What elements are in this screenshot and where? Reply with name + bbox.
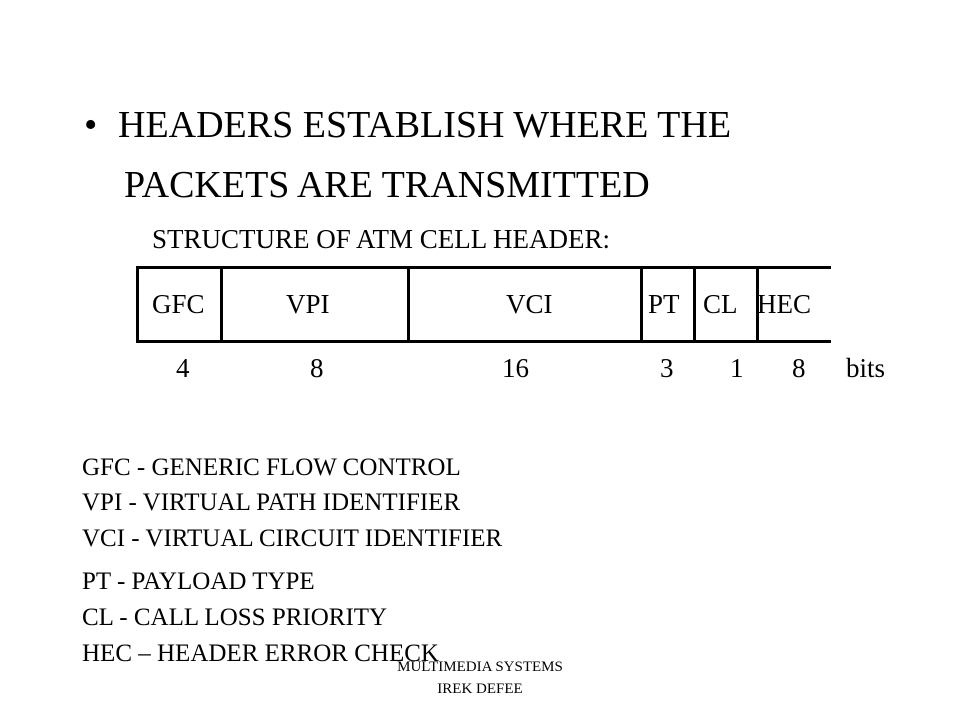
field-divider: [756, 266, 759, 343]
legend-gfc: GFC - GENERIC FLOW CONTROL: [82, 454, 461, 481]
bits-vci: 16: [502, 353, 529, 383]
title-line-1: • HEADERS ESTABLISH WHERE THE: [84, 96, 731, 154]
field-divider: [220, 266, 223, 343]
bits-unit-label: bits: [846, 353, 886, 383]
field-divider: [136, 266, 139, 343]
field-label-pt: PT: [648, 289, 680, 319]
title-line-2: PACKETS ARE TRANSMITTED: [124, 164, 650, 206]
header-bottom-border: [136, 340, 831, 343]
field-divider: [693, 266, 696, 343]
legend-vci: VCI - VIRTUAL CIRCUIT IDENTIFIER: [82, 525, 503, 552]
footer-course-title: MULTIMEDIA SYSTEMS: [397, 659, 563, 675]
bits-cl: 1: [730, 353, 744, 383]
title-text-1: HEADERS ESTABLISH WHERE THE: [118, 104, 732, 146]
field-label-cl: CL: [703, 289, 738, 319]
bits-gfc: 4: [176, 353, 190, 383]
bits-hec: 8: [792, 353, 806, 383]
bullet-icon: •: [84, 104, 98, 146]
bits-vpi: 8: [310, 353, 324, 383]
legend-vpi: VPI - VIRTUAL PATH IDENTIFIER: [82, 489, 461, 516]
legend-hec: HEC – HEADER ERROR CHECK: [82, 640, 439, 667]
field-label-vpi: VPI: [286, 289, 330, 319]
legend-pt: PT - PAYLOAD TYPE: [82, 568, 315, 595]
header-top-border: [136, 266, 831, 269]
field-label-hec: HEC: [757, 289, 811, 319]
footer-author: IREK DEFEE: [437, 681, 523, 697]
field-label-vci: VCI: [506, 289, 553, 319]
field-divider: [640, 266, 643, 343]
diagram-subtitle: STRUCTURE OF ATM CELL HEADER:: [152, 224, 611, 254]
legend-cl: CL - CALL LOSS PRIORITY: [82, 604, 388, 631]
atm-cell-header-diagram: GFC VPI VCI PT CL HEC: [136, 266, 831, 343]
field-divider: [407, 266, 410, 343]
bits-pt: 3: [660, 353, 674, 383]
field-label-gfc: GFC: [152, 289, 205, 319]
